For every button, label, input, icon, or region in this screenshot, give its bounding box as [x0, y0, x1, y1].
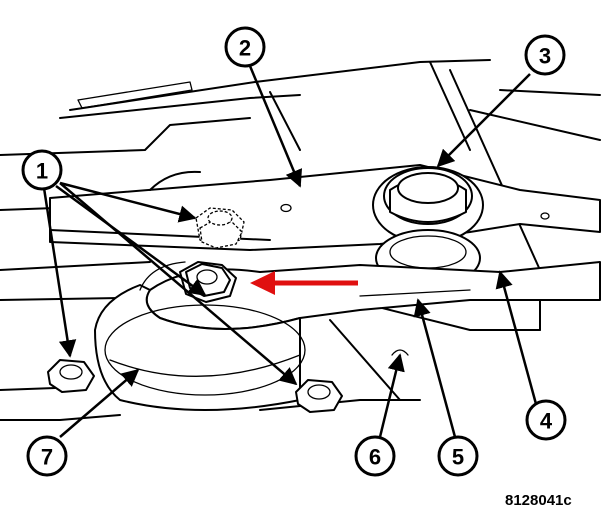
svg-text:5: 5 [452, 445, 464, 470]
svg-text:3: 3 [539, 44, 551, 69]
vehicle-frame [0, 59, 601, 421]
leader-lines [42, 65, 538, 438]
nut-icon [295, 379, 343, 413]
callout-1: 1 [21, 149, 63, 191]
callout-2: 2 [224, 26, 266, 68]
svg-text:6: 6 [369, 445, 381, 470]
callout-7: 7 [26, 435, 68, 477]
engine-mount [94, 170, 306, 411]
callout-3: 3 [524, 34, 566, 76]
clip [391, 349, 409, 356]
nut-icon [195, 207, 245, 249]
callout-5: 5 [437, 435, 479, 477]
bracket [49, 164, 601, 251]
nut-icon [47, 359, 95, 393]
svg-text:4: 4 [540, 409, 553, 434]
figure-id: 8128041c [505, 492, 572, 509]
callout-6: 6 [354, 435, 396, 477]
callout-4: 4 [525, 399, 567, 441]
svg-text:2: 2 [239, 36, 251, 61]
svg-text:1: 1 [36, 159, 48, 184]
svg-text:7: 7 [41, 445, 53, 470]
isolator-bushing [372, 166, 484, 287]
direction-arrow [250, 271, 358, 295]
